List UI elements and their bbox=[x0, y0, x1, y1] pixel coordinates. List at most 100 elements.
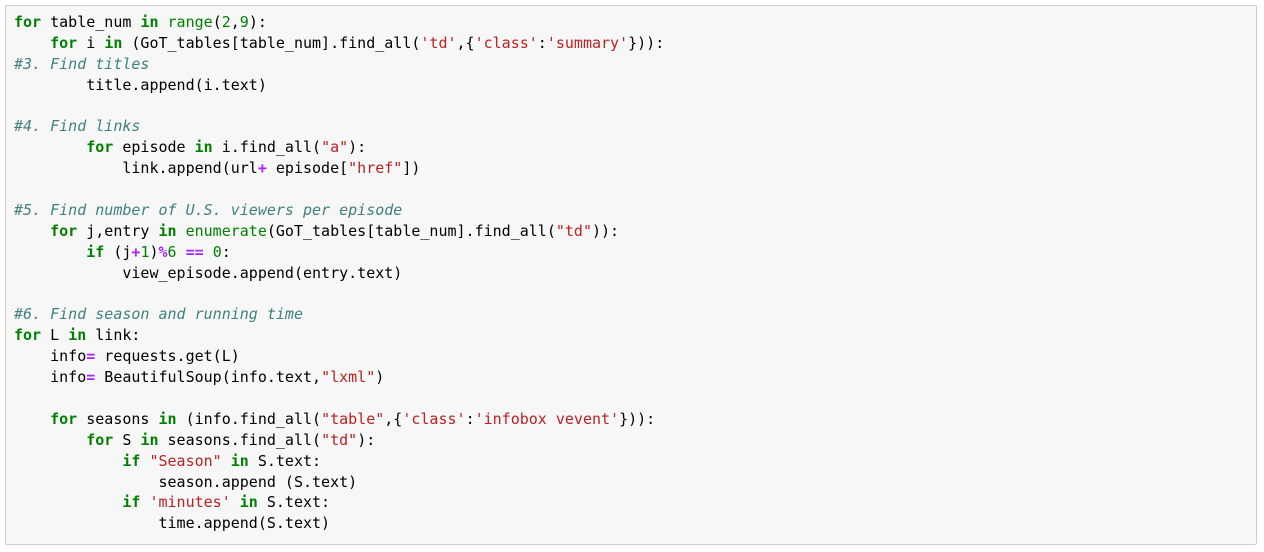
code-line: link.append(url+ episode["href"]) bbox=[14, 158, 664, 179]
code-token: table_num bbox=[41, 13, 141, 31]
code-token bbox=[14, 34, 50, 52]
code-token: : bbox=[610, 221, 620, 240]
comment-token: #4. Find links bbox=[14, 117, 141, 136]
code-line: for S in seasons.find_all("td"): bbox=[14, 430, 664, 451]
keyword-token: in bbox=[239, 493, 258, 512]
code-token bbox=[14, 243, 86, 261]
operator-token: = bbox=[86, 368, 96, 387]
code-line: for episode in i.find_all("a"): bbox=[14, 137, 664, 158]
number-token: 9 bbox=[239, 13, 249, 31]
code-token: link: bbox=[86, 326, 141, 345]
code-line: #5. Find number of U.S. viewers per epis… bbox=[14, 200, 664, 221]
keyword-token: if bbox=[122, 451, 141, 470]
code-token: S.text: bbox=[248, 451, 322, 470]
code-token: : bbox=[537, 33, 547, 52]
keyword-token: for bbox=[86, 138, 114, 157]
keyword-token: for bbox=[50, 33, 78, 52]
code-token bbox=[177, 243, 186, 261]
code-token: })): bbox=[619, 409, 656, 428]
code-token: title.append(i.text) bbox=[14, 75, 267, 94]
code-token: ): bbox=[348, 138, 367, 157]
code-token bbox=[14, 222, 50, 240]
string-token: "Season" bbox=[149, 451, 222, 470]
code-token bbox=[177, 222, 186, 240]
code-token: (GoT_tables[table_num].find_all( bbox=[266, 221, 556, 240]
code-line: if "Season" in S.text: bbox=[14, 451, 664, 472]
code-token: ]) bbox=[402, 159, 421, 178]
operator-token: == bbox=[185, 242, 204, 261]
code-token bbox=[14, 431, 86, 449]
keyword-token: in bbox=[68, 326, 87, 345]
code-token: ,{ bbox=[384, 409, 403, 428]
operator-token: + bbox=[131, 242, 141, 261]
comment-token: #3. Find titles bbox=[14, 54, 150, 73]
comment-token: #6. Find season and running time bbox=[14, 305, 303, 324]
code-token: info bbox=[14, 368, 87, 387]
code-token: info bbox=[14, 347, 87, 366]
code-token: i.find_all( bbox=[212, 138, 322, 157]
code-token bbox=[231, 493, 240, 511]
string-token: "table" bbox=[321, 409, 385, 428]
string-token: "td" bbox=[555, 221, 592, 240]
code-token bbox=[14, 410, 50, 428]
code-token: view_episode.append(entry.text) bbox=[14, 263, 403, 282]
code-token: time.append(S.text) bbox=[14, 514, 331, 533]
code-line: #6. Find season and running time bbox=[14, 304, 664, 325]
string-token: 'class' bbox=[474, 33, 538, 52]
code-token: , bbox=[230, 13, 240, 31]
code-token: ( bbox=[212, 13, 222, 31]
operator-token: = bbox=[86, 347, 96, 366]
code-line: for L in link: bbox=[14, 325, 664, 346]
code-line: title.append(i.text) bbox=[14, 75, 664, 96]
comment-token: #5. Find number of U.S. viewers per epis… bbox=[14, 201, 403, 220]
keyword-token: for bbox=[14, 326, 42, 345]
string-token: 'infobox vevent' bbox=[474, 409, 620, 428]
code-token: j,entry bbox=[77, 221, 159, 240]
code-line: for table_num in range(2,9): bbox=[14, 12, 664, 33]
code-token: (info.find_all( bbox=[176, 409, 322, 428]
code-token bbox=[14, 452, 122, 470]
code-token: S.text: bbox=[257, 493, 331, 512]
code-line: for i in (GoT_tables[table_num].find_all… bbox=[14, 33, 664, 54]
code-token bbox=[222, 452, 231, 470]
string-token: 'td' bbox=[420, 33, 457, 52]
code-token: ) bbox=[149, 242, 159, 261]
number-token: 6 bbox=[167, 242, 177, 261]
keyword-token: in bbox=[194, 138, 213, 157]
code-line: if (j+1)%6 == 0: bbox=[14, 242, 664, 263]
code-token: )) bbox=[591, 221, 611, 240]
string-token: "a" bbox=[321, 138, 349, 157]
code-line: if 'minutes' in S.text: bbox=[14, 492, 664, 513]
code-token: : bbox=[465, 409, 475, 428]
keyword-token: in bbox=[158, 221, 177, 240]
keyword-token: in bbox=[230, 451, 249, 470]
keyword-token: if bbox=[122, 493, 141, 512]
keyword-token: for bbox=[50, 409, 78, 428]
code-cell[interactable]: for table_num in range(2,9): for i in (G… bbox=[5, 5, 1257, 545]
code-token: ): bbox=[248, 13, 267, 31]
code-token: seasons.find_all( bbox=[158, 430, 322, 449]
code-line bbox=[14, 388, 664, 409]
code-line: info= BeautifulSoup(info.text,"lxml") bbox=[14, 367, 664, 388]
code-token bbox=[14, 138, 86, 156]
code-token: (GoT_tables[table_num].find_all( bbox=[122, 33, 421, 52]
keyword-token: in bbox=[158, 409, 177, 428]
code-line: for seasons in (info.find_all("table",{'… bbox=[14, 409, 664, 430]
keyword-token: for bbox=[50, 221, 78, 240]
builtin-token: enumerate bbox=[185, 221, 267, 240]
keyword-token: in bbox=[140, 430, 159, 449]
code-token: (j bbox=[104, 242, 132, 261]
code-token: L bbox=[41, 326, 69, 345]
code-token bbox=[14, 493, 122, 511]
code-token: requests.get(L) bbox=[95, 347, 240, 366]
string-token: "td" bbox=[321, 430, 358, 449]
code-line: view_episode.append(entry.text) bbox=[14, 263, 664, 284]
code-token: episode[ bbox=[266, 159, 349, 178]
operator-token: + bbox=[257, 159, 267, 178]
keyword-token: for bbox=[86, 430, 114, 449]
code-token: })): bbox=[628, 33, 665, 52]
code-editor[interactable]: for table_num in range(2,9): for i in (G… bbox=[14, 12, 664, 534]
code-token: link.append(url bbox=[14, 159, 258, 178]
string-token: "lxml" bbox=[321, 368, 376, 387]
code-line: for j,entry in enumerate(GoT_tables[tabl… bbox=[14, 221, 664, 242]
